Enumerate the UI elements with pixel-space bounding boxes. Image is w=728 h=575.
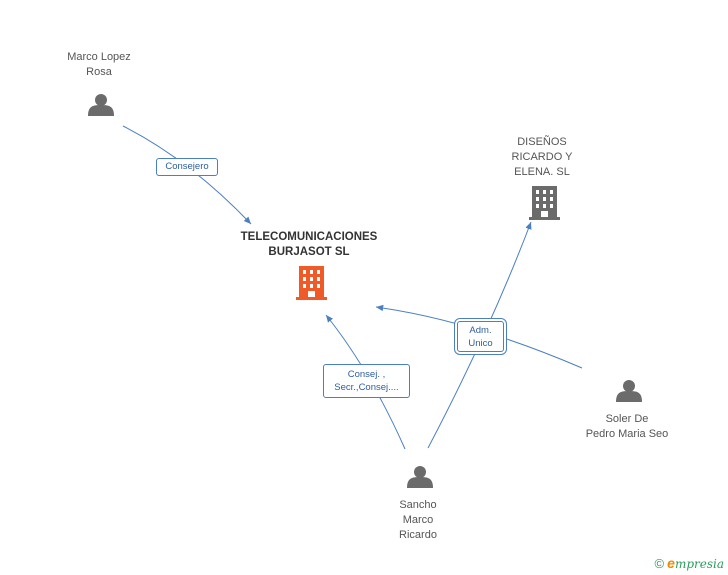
building-icon[interactable] bbox=[296, 266, 327, 300]
edge-label-consejero[interactable]: Consejero bbox=[156, 158, 218, 176]
brand-footer: © empresia bbox=[655, 555, 724, 571]
person-icon[interactable] bbox=[88, 94, 114, 116]
node-label-soler[interactable]: Soler De Pedro Maria Seo bbox=[585, 413, 669, 440]
building-icon[interactable] bbox=[529, 186, 560, 220]
node-label-marco[interactable]: Marco Lopez Rosa bbox=[67, 51, 131, 78]
node-label-sancho[interactable]: Sancho Marco Ricardo bbox=[399, 499, 437, 541]
brand-logo[interactable]: empresia bbox=[667, 555, 724, 571]
node-label-telecom[interactable]: TELECOMUNICACIONES BURJASOT SL bbox=[240, 231, 378, 258]
copyright-icon: © bbox=[654, 555, 665, 571]
edge-label-consej[interactable]: Consej. , Secr.,Consej.... bbox=[323, 364, 410, 398]
person-icon[interactable] bbox=[407, 466, 433, 488]
edge-label-adm-unico[interactable]: Adm. Unico bbox=[457, 321, 504, 352]
person-icon[interactable] bbox=[616, 380, 642, 402]
node-label-disenos[interactable]: DISEÑOS RICARDO Y ELENA. SL bbox=[511, 136, 573, 178]
